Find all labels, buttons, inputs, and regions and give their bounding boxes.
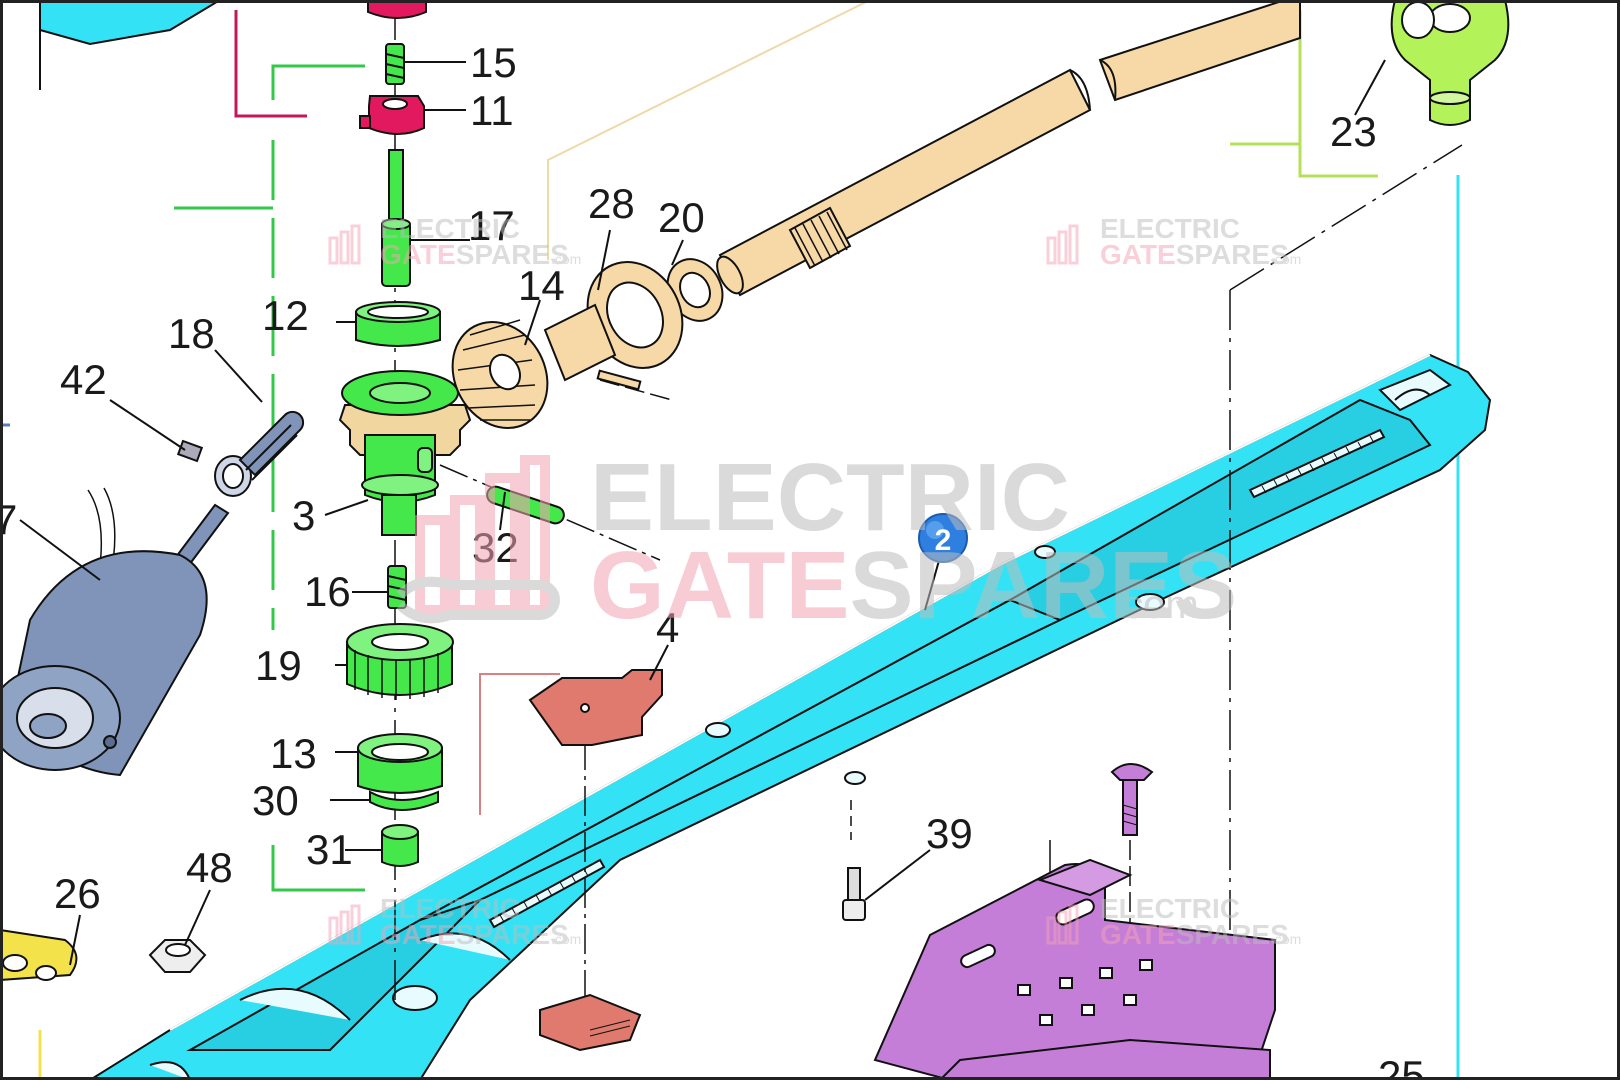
watermark-small-line2: GATESPARES: [1100, 919, 1289, 950]
label-17: 17: [468, 202, 515, 249]
label-30: 30: [252, 777, 299, 824]
label-13: 13: [270, 730, 317, 777]
bracket-salmon: [479, 673, 560, 815]
label-39: 39: [926, 810, 973, 857]
watermark-bottomright: ELECTRIC GATESPARES .com: [1046, 893, 1301, 950]
watermark-small-icon: [328, 224, 361, 265]
watermark-small-suffix: .com: [551, 251, 581, 267]
top-left-block: [39, 0, 222, 90]
main-housing: [88, 353, 1492, 1080]
watermark-small-line1: ELECTRIC: [380, 893, 520, 924]
label-12: 12: [262, 292, 309, 339]
bracket-green-left: [271, 64, 365, 100]
motor: [0, 487, 230, 777]
watermark-small-icon: [328, 904, 361, 945]
watermark-small-line1: ELECTRIC: [1100, 213, 1240, 244]
label-3: 3: [292, 492, 315, 539]
label-28: 28: [588, 180, 635, 227]
watermark-small-line1: ELECTRIC: [380, 213, 520, 244]
bracket-green-bottom: [271, 845, 365, 892]
nut-and-plate: [0, 928, 207, 982]
watermark-topleft: ELECTRIC GATESPARES .com: [328, 213, 581, 270]
bracket-lime-right2: [1298, 144, 1378, 178]
gear-stack: [338, 0, 565, 867]
label-23: 23: [1330, 108, 1377, 155]
salmon-plate: [528, 669, 663, 1052]
label-18: 18: [168, 310, 215, 357]
label-42: 42: [60, 356, 107, 403]
watermark-small-suffix: .com: [1271, 931, 1301, 947]
watermark-small-icon: [1046, 904, 1079, 945]
watermark-small-suffix: .com: [1271, 251, 1301, 267]
part-2-marker[interactable]: 2: [918, 513, 968, 563]
label-7: 7: [0, 496, 17, 543]
label-26: 26: [54, 870, 101, 917]
label-31: 31: [306, 826, 353, 873]
label-20: 20: [658, 194, 705, 241]
purple-bracket: [873, 858, 1276, 1080]
label-19: 19: [255, 642, 302, 689]
watermark-small-line2: GATESPARES: [380, 919, 569, 950]
bracket-tan: [547, 0, 871, 260]
fasteners: [842, 763, 1154, 921]
watermark-topright: ELECTRIC GATESPARES .com: [1046, 213, 1301, 270]
watermark-small-line2: GATESPARES: [1100, 239, 1289, 270]
label-15: 15: [470, 39, 517, 86]
lime-clevis: [1390, 0, 1510, 126]
label-11: 11: [470, 87, 514, 134]
watermark-logo-icon: [396, 455, 560, 624]
watermark-small-icon: [1046, 224, 1079, 265]
watermark-small-suffix: .com: [551, 931, 581, 947]
label-25: 25: [1378, 1052, 1425, 1080]
watermark-line1: ELECTRIC: [590, 444, 1070, 551]
bracket-magenta: [234, 10, 307, 118]
label-16: 16: [304, 568, 351, 615]
label-4: 4: [656, 604, 679, 651]
watermark-small-line1: ELECTRIC: [1100, 893, 1240, 924]
watermark-center: ELECTRIC GATESPARES .com: [396, 444, 1237, 639]
label-14: 14: [518, 262, 565, 309]
watermark-line2: GATESPARES: [590, 532, 1237, 639]
drive-shaft: [451, 0, 1301, 429]
watermark-small-line2: GATESPARES: [380, 239, 569, 270]
part-2-marker-label: 2: [935, 524, 952, 557]
watermark-suffix: .com: [1112, 583, 1199, 627]
spring-assembly: [176, 410, 305, 497]
watermark-bottomleft: ELECTRIC GATESPARES .com: [328, 893, 581, 950]
label-48: 48: [186, 844, 233, 891]
